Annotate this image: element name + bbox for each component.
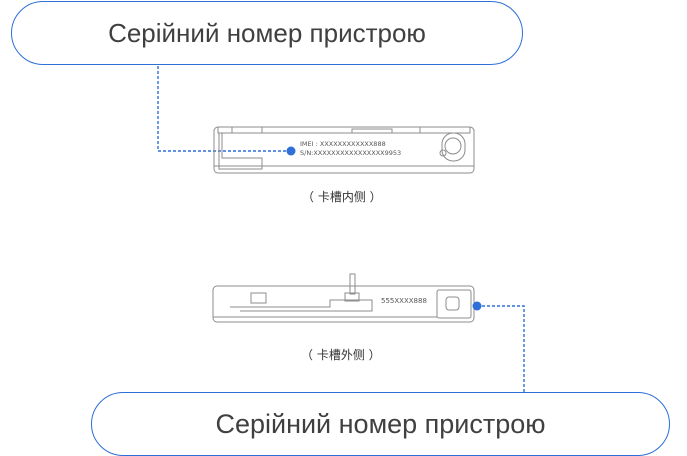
caption-tray-inner: （ 卡槽内侧 ）: [302, 190, 382, 204]
serial-number-text: S/N:XXXXXXXXXXXXXXXX9953: [300, 149, 401, 157]
sim-tray-inner: [213, 126, 475, 174]
outer-serial-text: 555XXXX888: [381, 297, 427, 305]
leader-line-top: [157, 66, 291, 152]
sim-tray-outer: [212, 273, 475, 323]
leader-line-bottom: [477, 305, 525, 392]
callout-serial-number-top: Серійний номер пристрою: [11, 1, 523, 65]
leader-dot-top: [286, 146, 296, 156]
caption-tray-outer: （ 卡槽外侧 ）: [301, 348, 381, 362]
leader-dot-bottom: [472, 301, 482, 311]
imei-text: IMEI : XXXXXXXXXXXX888: [300, 140, 386, 148]
callout-serial-number-bottom: Серійний номер пристрою: [91, 392, 670, 456]
